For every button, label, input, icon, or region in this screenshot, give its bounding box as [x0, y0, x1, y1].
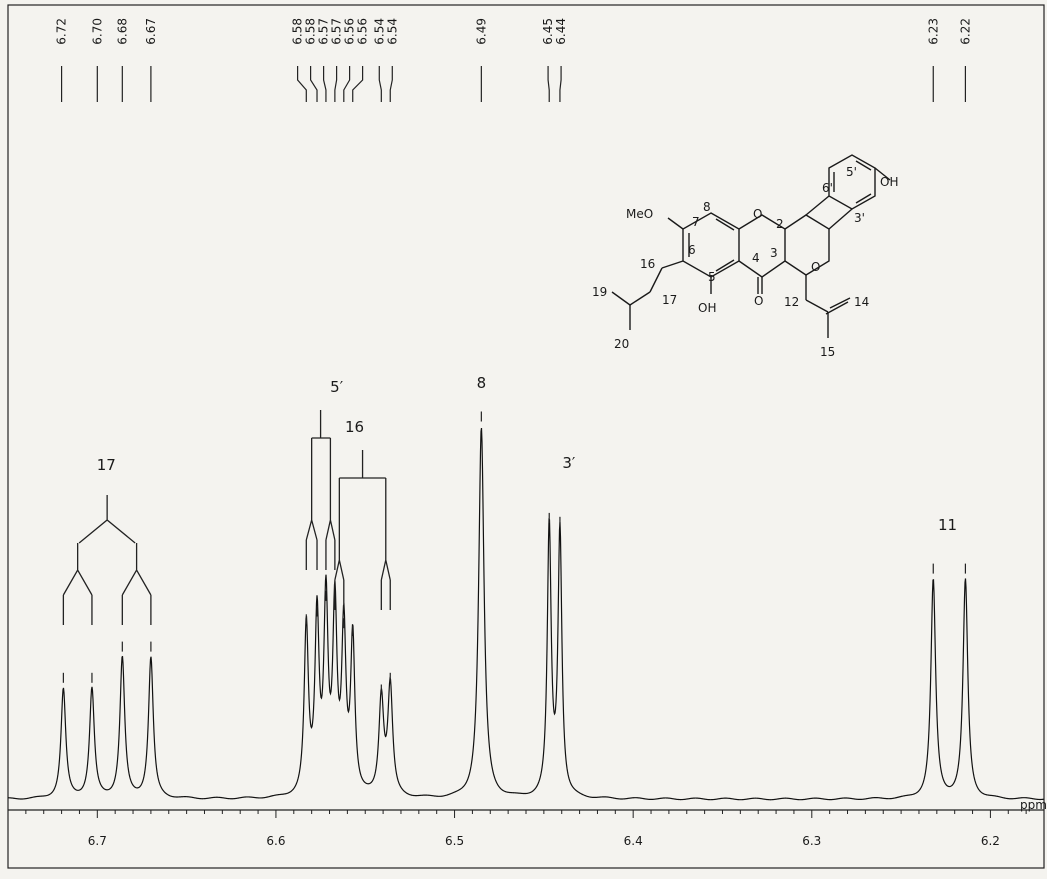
- peak-label-connector: [310, 66, 318, 102]
- molecule-structure: [611, 154, 891, 338]
- mol-label-oh-5: OH: [698, 301, 716, 315]
- peak-label: 6.57: [317, 18, 331, 45]
- mol-atom-19: 19: [592, 285, 607, 299]
- peak-label: 6.58: [304, 18, 318, 45]
- mol-atom-15: 15: [820, 345, 835, 359]
- mol-label-carbonyl: O: [754, 294, 763, 308]
- assignment-label: 5′: [330, 378, 344, 396]
- peak-label: 6.49: [474, 18, 488, 45]
- mol-label-ring-o2: O: [811, 260, 820, 274]
- peak-label-connector: [297, 66, 307, 102]
- peak-label-connector: [559, 66, 562, 102]
- peak-label-connector: [352, 66, 364, 102]
- mol-atom-7: 7: [692, 215, 700, 229]
- mol-atom-6: 6: [688, 243, 696, 257]
- splitting-tree-16: [334, 450, 391, 610]
- peak-label-connector: [334, 66, 338, 102]
- peak-label-connector: [323, 66, 327, 102]
- peak-label-connector: [378, 66, 382, 102]
- peak-label: 6.57: [330, 18, 344, 45]
- splitting-tree-17: [62, 495, 152, 625]
- mol-atom-2: 2: [776, 217, 784, 231]
- peak-label: 6.58: [291, 18, 305, 45]
- peak-label: 6.45: [541, 18, 555, 45]
- x-tick-label: 6.5: [445, 834, 464, 848]
- peak-label: 6.56: [356, 18, 370, 45]
- mol-atom-14: 14: [854, 295, 869, 309]
- peak-label: 6.72: [55, 18, 69, 45]
- mol-label-methoxy: MeO: [626, 207, 653, 221]
- x-tick-label: 6.2: [981, 834, 1000, 848]
- peak-label: 6.56: [343, 18, 357, 45]
- peak-label-connector: [389, 66, 393, 102]
- mol-atom-20: 20: [614, 337, 629, 351]
- peak-label-connector: [547, 66, 550, 102]
- mol-atom-6p: 6': [822, 181, 833, 195]
- splitting-tree-5p: [305, 410, 336, 570]
- x-tick-label: 6.3: [802, 834, 821, 848]
- peak-label: 6.67: [144, 18, 158, 45]
- x-tick-label: 6.7: [88, 834, 107, 848]
- peak-label: 6.54: [385, 18, 399, 45]
- x-axis-label: ppm: [1020, 798, 1047, 812]
- peak-label: 6.54: [372, 18, 386, 45]
- mol-atom-5p: 5': [846, 165, 857, 179]
- x-axis: 6.7 6.6 6.5 6.4 6.3 6.2 ppm: [8, 798, 1047, 848]
- x-tick-label: 6.6: [266, 834, 285, 848]
- mol-atom-16: 16: [640, 257, 655, 271]
- assignment-label: 16: [345, 418, 364, 436]
- mol-atom-5: 5: [708, 270, 716, 284]
- x-tick-label: 6.4: [624, 834, 643, 848]
- peak-label: 6.22: [958, 18, 972, 45]
- peak-label: 6.70: [90, 18, 104, 45]
- mol-atom-3p: 3': [854, 211, 865, 225]
- spectrum-group: [8, 411, 1045, 801]
- assignment-label: 3′: [562, 454, 576, 472]
- plot-frame: [7, 4, 1045, 869]
- peak-label-connector: [343, 66, 351, 102]
- mol-atom-3: 3: [770, 246, 778, 260]
- assignment-label: 8: [477, 374, 487, 392]
- mol-atom-12: 12: [784, 295, 799, 309]
- assignment-label: 17: [97, 456, 116, 474]
- peak-label: 6.68: [115, 18, 129, 45]
- spectrum-trace: [8, 427, 1045, 801]
- mol-atom-8: 8: [703, 200, 711, 214]
- peak-label: 6.23: [926, 18, 940, 45]
- molecule-labels: MeO OH OH O O O 8 7 6 5 4 3 2 5' 6' 3' 1…: [592, 165, 898, 359]
- mol-atom-4: 4: [752, 251, 760, 265]
- mol-label-ring-o1: O: [753, 207, 762, 221]
- assignment-label: 11: [938, 516, 957, 534]
- mol-atom-17: 17: [662, 293, 677, 307]
- assignment-group: 17 5′ 16 8 3′ 11: [62, 374, 957, 625]
- peak-label: 6.44: [554, 18, 568, 45]
- mol-label-oh-top: OH: [880, 175, 898, 189]
